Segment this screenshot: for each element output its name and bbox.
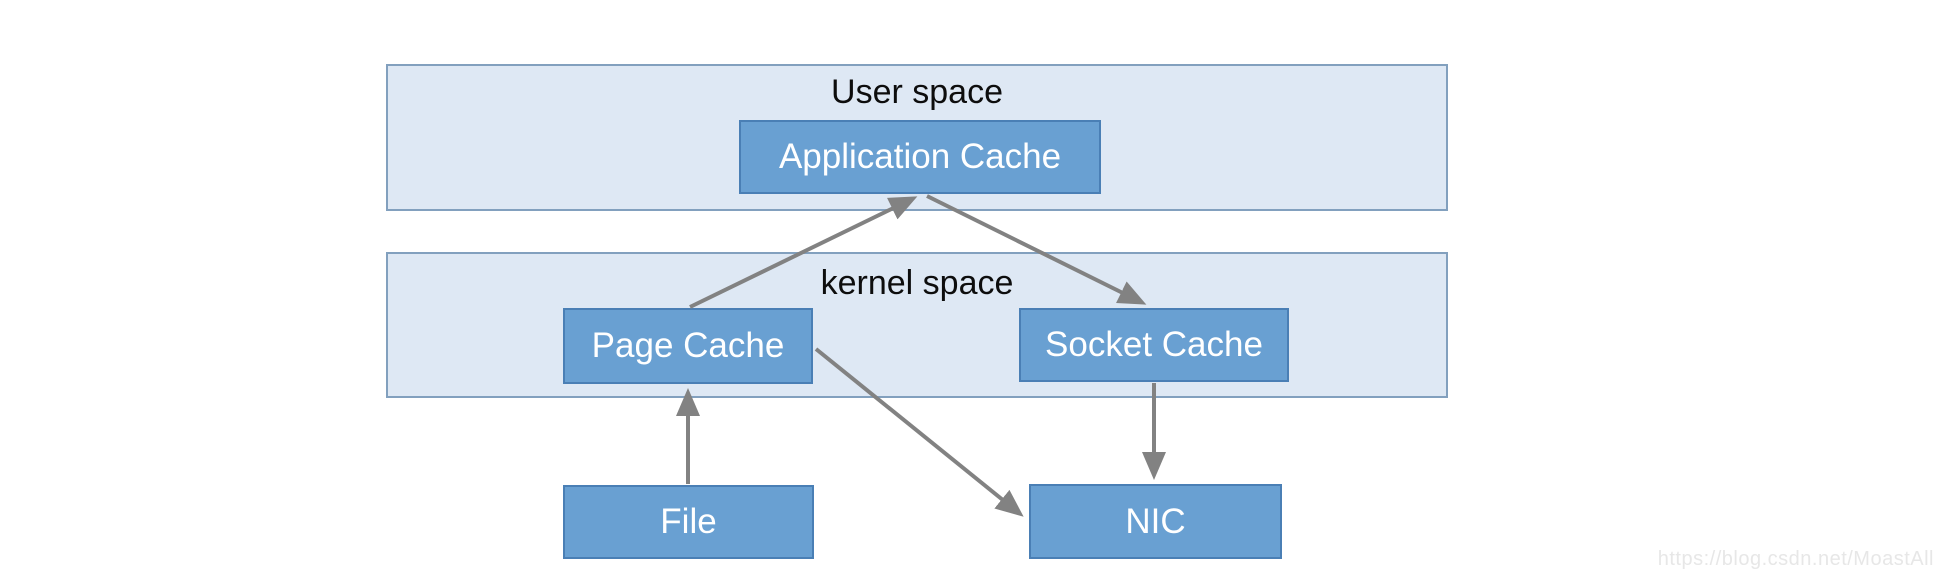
file-node: File <box>563 485 814 559</box>
socket-cache-label: Socket Cache <box>1045 325 1263 364</box>
nic-label: NIC <box>1125 501 1186 541</box>
application-cache-label: Application Cache <box>778 137 1062 176</box>
application-cache-node: Application Cache <box>739 120 1101 194</box>
page-cache-node: Page Cache <box>563 308 813 384</box>
watermark: https://blog.csdn.net/MoastAll <box>1657 548 1934 570</box>
nic-node: NIC <box>1029 484 1282 559</box>
file-label: File <box>660 502 717 541</box>
kernel-space-label: kernel space <box>820 264 1014 302</box>
page-cache-label: Page Cache <box>591 326 785 365</box>
socket-cache-node: Socket Cache <box>1019 308 1289 382</box>
user-space-label: User space <box>831 73 1003 111</box>
